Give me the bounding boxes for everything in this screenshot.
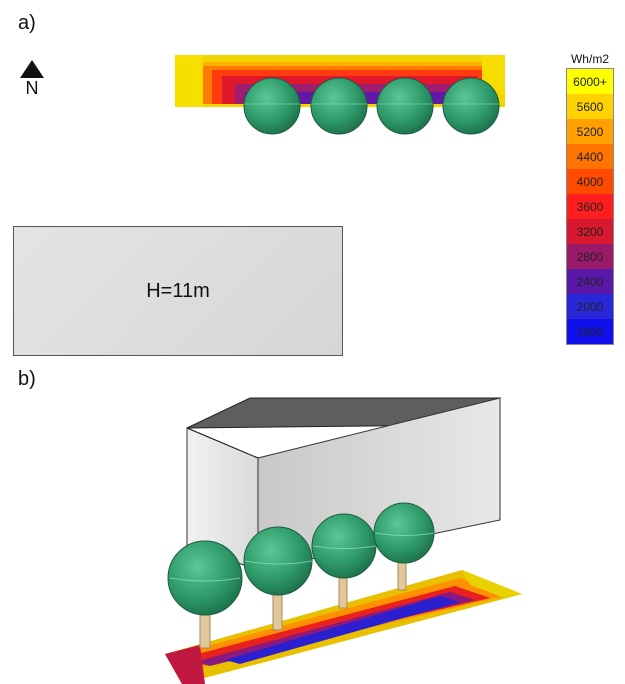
- north-arrow-icon: [20, 60, 44, 78]
- legend-entry: 5200: [567, 119, 613, 144]
- 3d-trees: [167, 502, 435, 649]
- plan-building: H=11m: [13, 226, 343, 356]
- building-height-label: H=11m: [146, 279, 210, 302]
- legend-entry: 2800: [567, 244, 613, 269]
- tree-canopy-1: [167, 540, 243, 616]
- legend-entry: 4000: [567, 169, 613, 194]
- plan-tree-4: [442, 77, 500, 135]
- legend-entry: 4400: [567, 144, 613, 169]
- tree-canopy-2: [243, 526, 313, 596]
- legend-entry: 6000+: [567, 69, 613, 94]
- tree-canopy-3: [311, 513, 377, 579]
- plan-tree-3: [376, 77, 434, 135]
- tree-canopy-4: [373, 502, 435, 564]
- panel-a-label: a): [18, 12, 36, 34]
- legend-unit: Wh/m2: [570, 52, 609, 66]
- plan-trees: [243, 77, 500, 135]
- north-label: N: [25, 78, 39, 98]
- legend-entry: 2000: [567, 294, 613, 319]
- legend-entry: 5600: [567, 94, 613, 119]
- legend-entry: 1600: [567, 319, 613, 344]
- legend-entry: 3600: [567, 194, 613, 219]
- plan-tree-1: [243, 77, 301, 135]
- 3d-heatmap: [165, 570, 522, 684]
- north-indicator: N: [18, 60, 46, 98]
- legend-entry: 2400: [567, 269, 613, 294]
- legend-entry: 3200: [567, 219, 613, 244]
- panel-b-label: b): [18, 368, 36, 390]
- plan-tree-2: [310, 77, 368, 135]
